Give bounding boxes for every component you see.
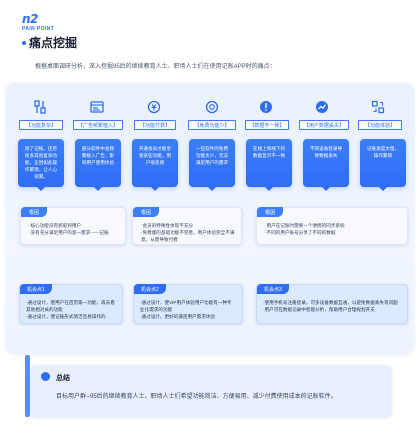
opportunity-label: 机会点2 [134, 284, 166, 294]
pain-card-complex: 除了记账，还有很多其他复杂功能，正因如此操作繁琐，让人心很累。 [18, 139, 64, 191]
summary-box: 总结 目标用户群--95后的继续教育人士、职场人士们希望功能简洁、方便易用、减少… [30, 365, 392, 417]
root-cause-label: 根因 [21, 207, 48, 217]
opportunity-1: 机会点1 ·通过设计，使用户在首页第一功能，再去看其他相对关的功能 ·通过设计，… [19, 284, 123, 324]
trend-icon [315, 100, 329, 114]
opportunity-text: ·通过设计，使VIP用户体验用户功能有一种专业化需求的功能 ·通过设计，更好的满… [140, 300, 232, 319]
tag-free-few: 【免费功能少】 [188, 120, 236, 130]
summary-title: 总结 [56, 375, 70, 382]
opportunity-2: 机会点2 ·通过设计，使VIP用户体验用户功能有一种专业化需求的功能 ·通过设计… [133, 284, 243, 324]
tag-data-loss: 【用户数据丢失】 [299, 120, 349, 130]
opportunity-3: 机会点3 ·使用手机号注册登录，可多设备数据互通，以避免数据丢失等问题 ·用户可… [256, 284, 408, 324]
tag-complex: 【功能复杂】 [19, 120, 63, 130]
tag-ads: 【广告频繁植入】 [73, 120, 123, 130]
root-cause-text: ·会员的特殊性体现不充分 ·免费版的基础功能不完善，用户体验完全不满意，从而导致… [141, 223, 235, 242]
tag-inconsistent: 【数据不一致】 [245, 120, 289, 130]
tag-paid: 【功能付费】 [134, 120, 176, 130]
pain-card-ads: 部分软件中会频繁植入广告，影响用户使用体验 [75, 139, 121, 191]
root-cause-text: ·核心功能没有抓取到用户 ·没有充分满足用户的第一需求——记账 [29, 223, 109, 235]
intro-text: 根据桌面调研分析，深入挖掘95后的继续教育人士、职场人士们在使用记账APP时的痛… [35, 64, 276, 70]
pain-card-inconsistent: 在线上和线下的数据显示不一致 [246, 139, 292, 191]
title-row: 痛点挖掘 [22, 34, 77, 51]
root-cause-text: ·用户在记账时需要一个便携的同步系统 ·不同的用户账号分享了不同的数据 [265, 223, 345, 235]
pain-point-panel: 【功能复杂】 【广告频繁植入】 【功能付费】 【免费功能少】 【数据不一致】 【… [6, 83, 414, 353]
root-cause-2: 根因 ·会员的特殊性体现不充分 ·免费版的基础功能不完善，用户体验完全不满意，从… [132, 207, 242, 245]
page-title: 痛点挖掘 [29, 36, 78, 50]
bullet-dot [22, 40, 26, 45]
summary-accent-bar [25, 355, 30, 417]
opportunity-text: ·使用手机号注册登录，可多设备数据互通，以避免数据丢失等问题 ·用户可在数据记录… [263, 300, 398, 312]
pay-icon [147, 100, 161, 114]
ad-icon [90, 100, 104, 114]
sync-icon [371, 100, 385, 114]
opportunity-text: ·通过设计，使用户在首页第一功能，再去看其他相对关的功能 ·通过设计，使记账形式… [26, 300, 115, 319]
opportunity-label: 机会点3 [257, 284, 289, 294]
summary-icon [41, 372, 50, 381]
pain-card-free-few: 一些软件的免费功能太少，无法满足用户的需求 [189, 139, 235, 191]
root-cause-1: 根因 ·核心功能没有抓取到用户 ·没有充分满足用户的第一需求——记账 [20, 207, 126, 245]
pain-card-paid: 开通会员才能享受某些功能，用户很反感 [132, 139, 178, 191]
brand-label: PAIN POINT [22, 26, 55, 32]
root-cause-3: 根因 ·用户在记账时需要一个便携的同步系统 ·不同的用户账号分享了不同的数据 [256, 207, 408, 245]
brand-logo: n2 [22, 12, 38, 26]
root-cause-label: 根因 [133, 207, 160, 217]
summary-text: 目标用户群--95后的继续教育人士、职场人士们希望功能简洁、方便易用、减少付费使… [56, 394, 337, 400]
help-icon [205, 100, 219, 114]
alert-icon [259, 100, 273, 114]
pain-card-data-loss: 不同设备登录导致数据丢失 [303, 139, 349, 191]
opportunity-label: 机会点1 [20, 284, 52, 294]
tag-experience: 【功能体验】 [358, 120, 402, 130]
filter-icon [33, 100, 47, 114]
pain-card-experience: 记账速度太慢，操作繁琐 [360, 139, 406, 191]
header: n2 PAIN POINT 痛点挖掘 [22, 12, 77, 51]
root-cause-label: 根因 [257, 207, 284, 217]
